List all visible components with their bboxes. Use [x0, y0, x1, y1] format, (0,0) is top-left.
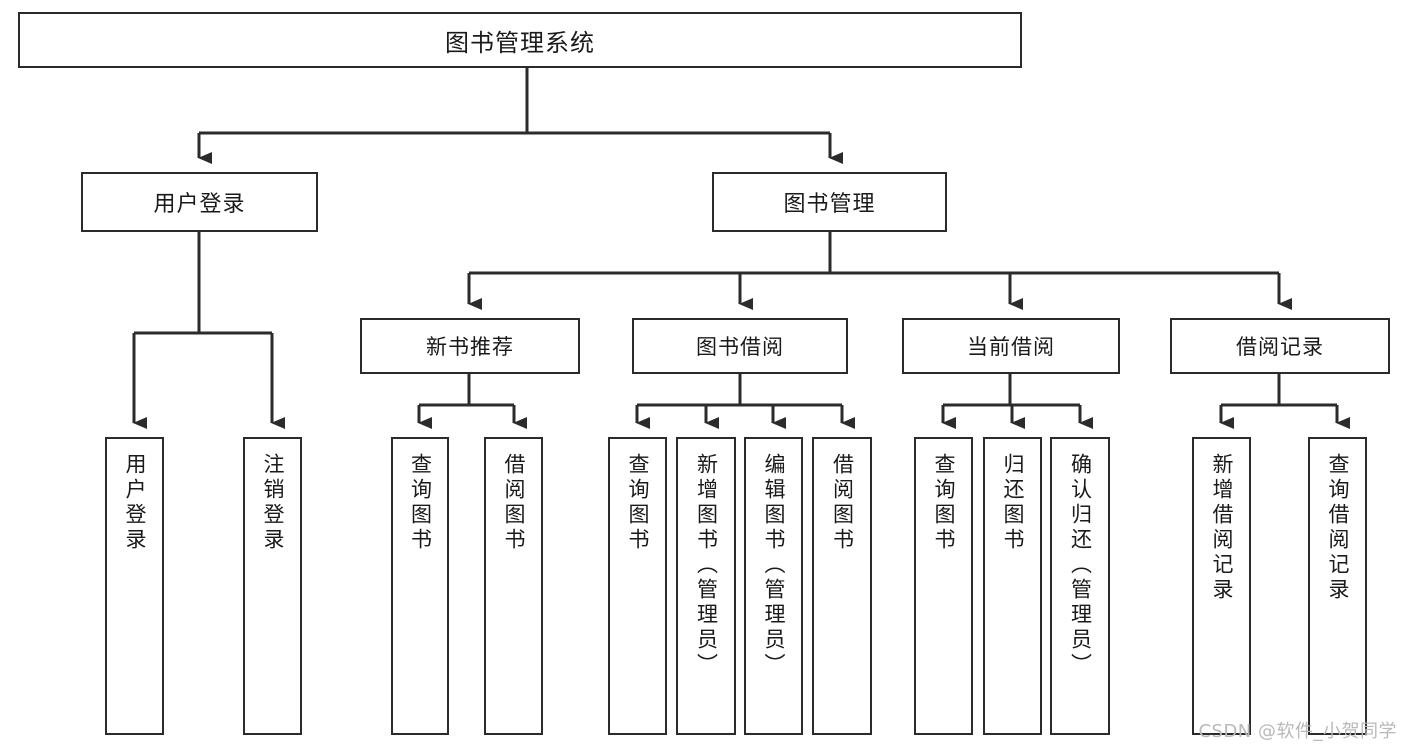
node-leaf-add-book-admin[interactable]: 新增图书（管理员） — [676, 437, 736, 735]
node-leaf-user-login-label: 用户登录 — [123, 453, 147, 553]
node-leaf-add-borrow-record-label: 新增借阅记录 — [1210, 453, 1234, 603]
node-leaf-edit-book-admin-label: 编辑图书（管理员） — [762, 453, 786, 678]
node-borrow-record[interactable]: 借阅记录 — [1170, 318, 1390, 374]
node-leaf-query-book-borrow[interactable]: 查询图书 — [608, 437, 667, 735]
node-leaf-borrow-book-rec[interactable]: 借阅图书 — [484, 437, 543, 735]
node-leaf-add-borrow-record[interactable]: 新增借阅记录 — [1192, 437, 1251, 735]
node-leaf-borrow-book-label: 借阅图书 — [830, 453, 855, 553]
node-leaf-borrow-book-rec-label: 借阅图书 — [502, 453, 526, 553]
node-leaf-query-book-borrow-label: 查询图书 — [626, 453, 650, 553]
node-current-borrow-label: 当前借阅 — [967, 335, 1055, 359]
node-new-book-recommend-label: 新书推荐 — [426, 335, 514, 359]
node-borrow-record-label: 借阅记录 — [1236, 335, 1324, 359]
node-leaf-user-login[interactable]: 用户登录 — [105, 437, 164, 735]
node-leaf-confirm-return-admin-label: 确认归还（管理员） — [1068, 453, 1093, 678]
node-leaf-query-book-rec-label: 查询图书 — [408, 453, 433, 553]
node-book-management-label: 图书管理 — [783, 192, 876, 217]
node-leaf-logout-login-label: 注销登录 — [261, 453, 285, 553]
node-leaf-query-book-current[interactable]: 查询图书 — [914, 437, 973, 735]
node-leaf-query-book-current-label: 查询图书 — [932, 453, 956, 553]
node-current-borrow[interactable]: 当前借阅 — [902, 318, 1120, 374]
node-leaf-add-book-admin-label: 新增图书（管理员） — [694, 453, 719, 678]
watermark: CSDN @软件_小贺同学 — [1198, 721, 1397, 742]
node-book-borrow[interactable]: 图书借阅 — [632, 318, 848, 374]
node-leaf-return-book[interactable]: 归还图书 — [983, 437, 1042, 735]
node-book-borrow-label: 图书借阅 — [696, 335, 784, 359]
node-user-login[interactable]: 用户登录 — [81, 172, 318, 232]
node-leaf-logout-login[interactable]: 注销登录 — [243, 437, 302, 735]
node-leaf-query-borrow-record-label: 查询借阅记录 — [1326, 453, 1350, 603]
node-leaf-borrow-book[interactable]: 借阅图书 — [812, 437, 872, 735]
node-leaf-query-book-rec[interactable]: 查询图书 — [391, 437, 449, 735]
node-new-book-recommend[interactable]: 新书推荐 — [360, 318, 580, 374]
node-root-label: 图书管理系统 — [445, 28, 595, 57]
node-leaf-edit-book-admin[interactable]: 编辑图书（管理员） — [744, 437, 803, 735]
node-leaf-query-borrow-record[interactable]: 查询借阅记录 — [1308, 437, 1367, 735]
node-root[interactable]: 图书管理系统 — [18, 12, 1022, 68]
node-user-login-label: 用户登录 — [153, 192, 246, 217]
node-book-management[interactable]: 图书管理 — [712, 172, 947, 232]
node-leaf-confirm-return-admin[interactable]: 确认归还（管理员） — [1050, 437, 1110, 735]
node-leaf-return-book-label: 归还图书 — [1001, 453, 1025, 553]
